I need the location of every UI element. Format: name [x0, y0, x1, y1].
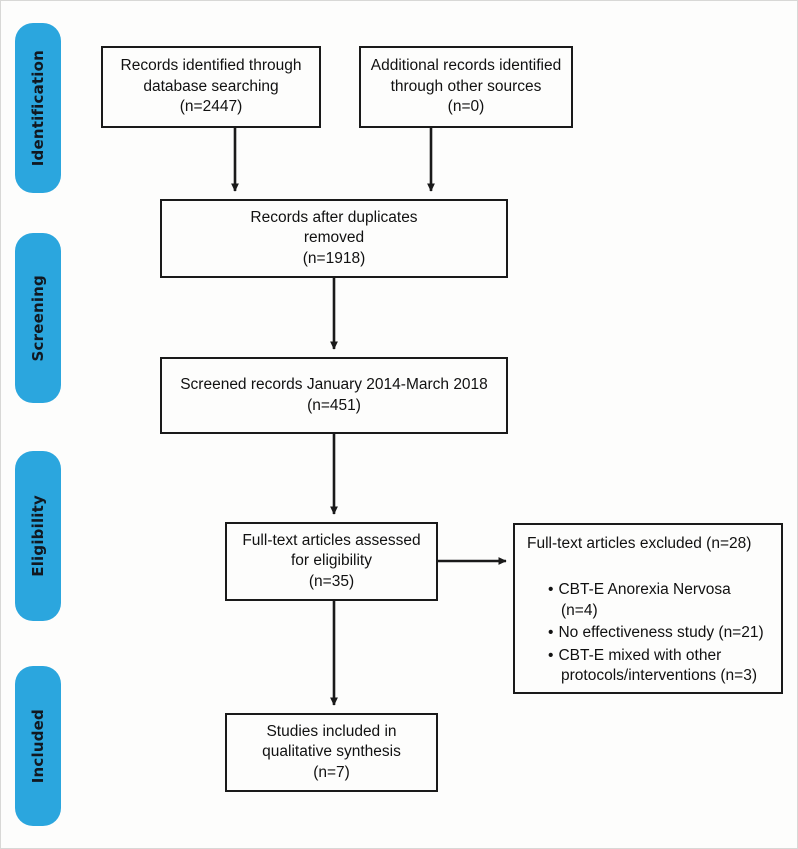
- box-records-after-duplicates-text: Records after duplicates removed (n=1918…: [250, 208, 418, 267]
- excluded-reason-item: •CBT-E mixed with other protocols/interv…: [527, 646, 771, 687]
- box-studies-included-text: Studies included in qualitative synthesi…: [262, 722, 401, 781]
- box-fulltext-assessed: Full-text articles assessed for eligibil…: [225, 522, 438, 601]
- excluded-reasons-list: •CBT-E Anorexia Nervosa (n=4) •No effect…: [527, 580, 771, 686]
- stage-pill-screening: Screening: [15, 233, 61, 403]
- excluded-reason-item: •No effectiveness study (n=21): [527, 623, 771, 643]
- stage-pill-eligibility: Eligibility: [15, 451, 61, 621]
- stage-pill-identification: Identification: [15, 23, 61, 193]
- box-screened-records-text: Screened records January 2014-March 2018…: [180, 375, 488, 414]
- box-records-identified-database-text: Records identified through database sear…: [120, 57, 302, 116]
- excluded-reason-text: CBT-E Anorexia Nervosa (n=4): [558, 581, 731, 619]
- bullet-icon: •: [548, 624, 554, 642]
- stage-label-eligibility: Eligibility: [29, 495, 47, 577]
- box-records-after-duplicates: Records after duplicates removed (n=1918…: [160, 199, 508, 278]
- bullet-icon: •: [548, 646, 554, 664]
- box-records-identified-other: Additional records identified through ot…: [359, 46, 573, 128]
- bullet-icon: •: [548, 581, 554, 599]
- stage-pill-included: Included: [15, 666, 61, 826]
- excluded-reason-text: CBT-E mixed with other protocols/interve…: [558, 646, 758, 684]
- box-fulltext-assessed-text: Full-text articles assessed for eligibil…: [242, 531, 421, 590]
- box-studies-included: Studies included in qualitative synthesi…: [225, 713, 438, 792]
- excluded-reason-item: •CBT-E Anorexia Nervosa (n=4): [527, 580, 771, 621]
- excluded-reason-text: No effectiveness study (n=21): [558, 624, 764, 642]
- box-screened-records: Screened records January 2014-March 2018…: [160, 357, 508, 434]
- box-records-identified-other-text: Additional records identified through ot…: [370, 57, 562, 116]
- stage-label-included: Included: [29, 708, 47, 784]
- box-records-identified-database: Records identified through database sear…: [101, 46, 321, 128]
- stage-label-identification: Identification: [29, 49, 47, 167]
- excluded-heading: Full-text articles excluded (n=28): [527, 535, 752, 552]
- stage-label-screening: Screening: [29, 274, 47, 362]
- box-fulltext-excluded: Full-text articles excluded (n=28) •CBT-…: [513, 523, 783, 694]
